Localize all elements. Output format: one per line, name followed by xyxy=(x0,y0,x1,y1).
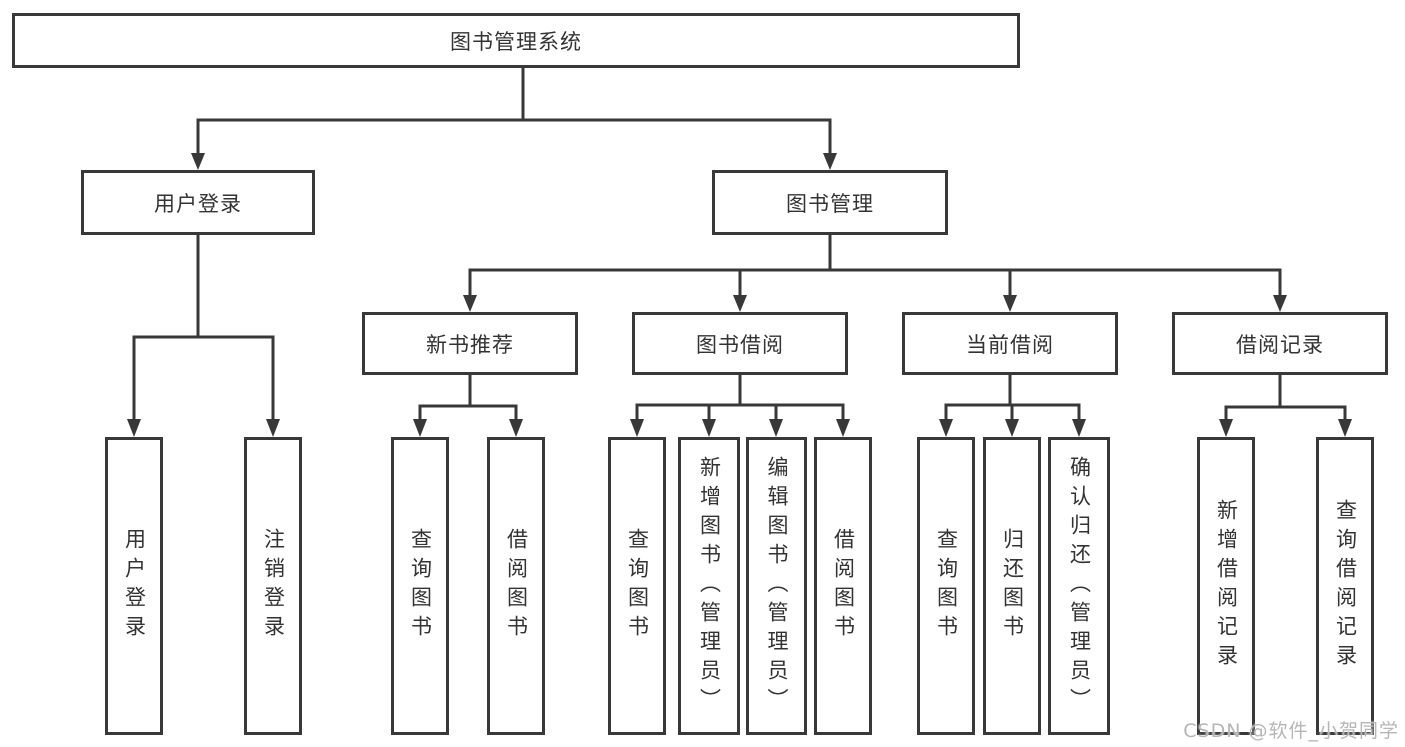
node-book-borrow: 图书借阅 xyxy=(632,312,848,375)
arrowhead-icon xyxy=(1219,419,1233,437)
leaf-query-books-borrow: 查询图书 xyxy=(608,437,666,735)
node-label: 新增图书（管理员） xyxy=(697,455,722,717)
node-label: 新增借阅记录 xyxy=(1214,499,1239,673)
arrowhead-icon xyxy=(1273,295,1287,312)
leaf-add-borrow-record: 新增借阅记录 xyxy=(1197,437,1255,735)
arrowhead-icon xyxy=(463,295,477,312)
arrowhead-icon xyxy=(702,419,716,437)
node-book-management: 图书管理 xyxy=(712,170,948,235)
node-label: 归还图书 xyxy=(1000,528,1025,644)
arrowhead-icon xyxy=(509,419,523,437)
arrowhead-icon xyxy=(191,153,205,170)
node-borrow-records: 借阅记录 xyxy=(1172,312,1388,375)
node-label: 借阅记录 xyxy=(1236,332,1324,357)
leaf-borrow-books: 借阅图书 xyxy=(814,437,872,735)
node-label: 借阅图书 xyxy=(831,528,856,644)
node-label: 查询图书 xyxy=(934,528,959,644)
connector-current-borrow xyxy=(939,373,1086,437)
node-new-book-recommend: 新书推荐 xyxy=(362,312,578,375)
arrowhead-icon xyxy=(823,153,837,170)
connector-book-management xyxy=(463,233,1287,312)
node-label: 新书推荐 xyxy=(426,332,514,357)
leaf-borrow-books-recommend: 借阅图书 xyxy=(487,437,545,735)
node-book-mgmt-system: 图书管理系统 xyxy=(12,13,1020,68)
arrowhead-icon xyxy=(939,419,953,437)
leaf-edit-book-admin: 编辑图书（管理员） xyxy=(746,437,807,735)
connector-new-book-recommend xyxy=(413,373,523,437)
connector-root xyxy=(191,66,837,170)
leaf-query-books-current: 查询图书 xyxy=(917,437,975,735)
node-current-borrow: 当前借阅 xyxy=(902,312,1118,375)
node-label: 图书管理系统 xyxy=(450,29,582,54)
node-label: 用户登录 xyxy=(154,191,242,216)
connector-book-borrow xyxy=(630,373,850,437)
arrowhead-icon xyxy=(1338,419,1352,437)
arrowhead-icon xyxy=(413,419,427,437)
node-user-login: 用户登录 xyxy=(81,170,315,235)
arrowhead-icon xyxy=(769,419,783,437)
arrowhead-icon xyxy=(266,419,280,437)
arrowhead-icon xyxy=(733,295,747,312)
leaf-query-books-recommend: 查询图书 xyxy=(391,437,449,735)
node-label: 查询图书 xyxy=(625,528,650,644)
arrowhead-icon xyxy=(1005,419,1019,437)
arrowhead-icon xyxy=(630,419,644,437)
node-label: 确认归还（管理员） xyxy=(1067,455,1092,717)
leaf-query-borrow-record: 查询借阅记录 xyxy=(1316,437,1374,735)
leaf-confirm-return-admin: 确认归还（管理员） xyxy=(1048,437,1110,735)
leaf-add-book-admin: 新增图书（管理员） xyxy=(678,437,740,735)
connector-borrow-records xyxy=(1219,373,1352,437)
arrowhead-icon xyxy=(836,419,850,437)
node-label: 编辑图书（管理员） xyxy=(765,455,789,717)
node-label: 查询图书 xyxy=(408,528,433,644)
node-label: 当前借阅 xyxy=(966,332,1054,357)
leaf-user-login: 用户登录 xyxy=(105,437,163,735)
node-label: 图书管理 xyxy=(786,191,874,216)
arrowhead-icon xyxy=(1072,419,1086,437)
arrowhead-icon xyxy=(1003,295,1017,312)
leaf-logout: 注销登录 xyxy=(244,437,302,735)
node-label: 查询借阅记录 xyxy=(1333,499,1358,673)
node-label: 注销登录 xyxy=(261,528,286,644)
node-label: 用户登录 xyxy=(122,528,147,644)
connector-user-login xyxy=(127,233,280,437)
node-label: 借阅图书 xyxy=(504,528,529,644)
node-label: 图书借阅 xyxy=(696,332,784,357)
watermark: CSDN @软件_小贺同学 xyxy=(1183,720,1399,742)
arrowhead-icon xyxy=(127,419,141,437)
leaf-return-book: 归还图书 xyxy=(983,437,1041,735)
